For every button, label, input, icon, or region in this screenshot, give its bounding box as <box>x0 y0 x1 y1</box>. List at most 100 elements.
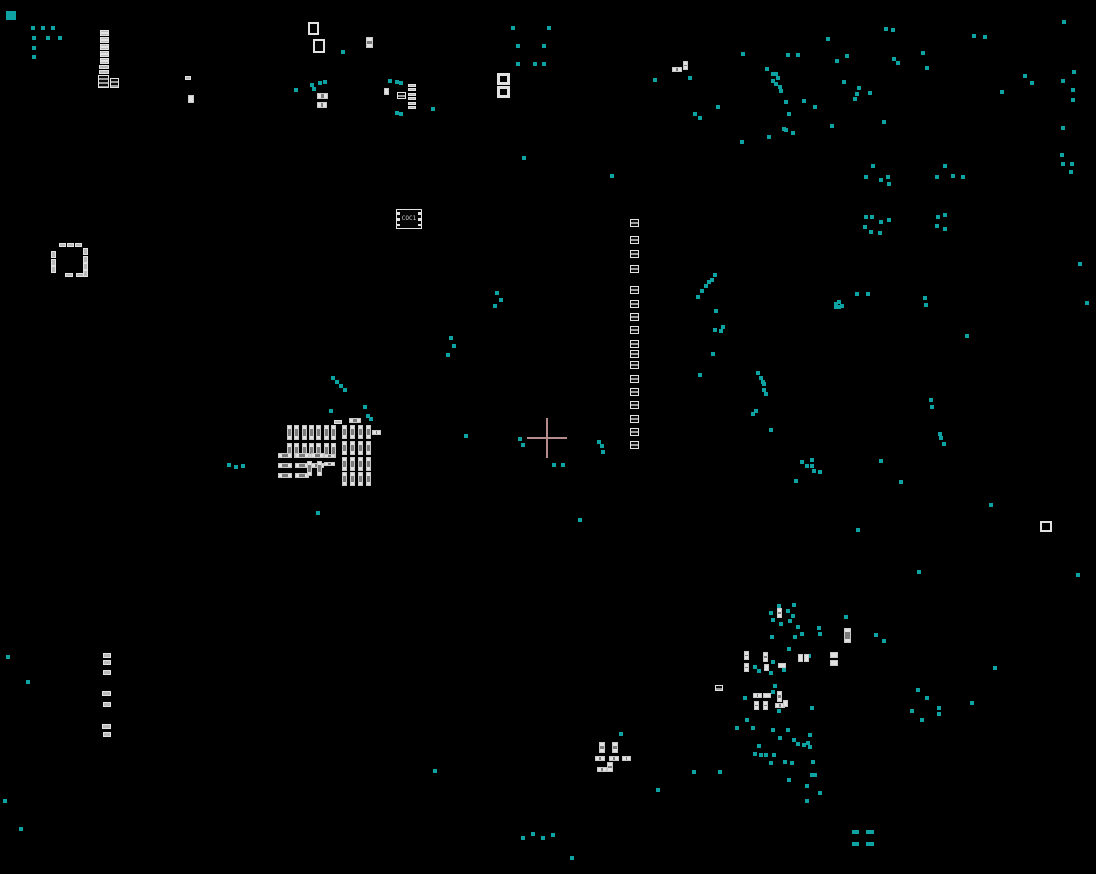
via[interactable] <box>818 791 822 795</box>
via[interactable] <box>757 744 761 748</box>
via[interactable] <box>552 463 556 467</box>
via[interactable] <box>26 680 30 684</box>
via[interactable] <box>834 302 838 306</box>
component-footprint[interactable] <box>408 106 416 109</box>
component-footprint[interactable] <box>798 654 803 662</box>
via[interactable] <box>323 80 327 84</box>
component-footprint[interactable] <box>366 37 373 48</box>
component-footprint[interactable] <box>51 251 56 258</box>
via[interactable] <box>791 131 795 135</box>
via[interactable] <box>570 856 574 860</box>
component-footprint[interactable] <box>744 651 749 660</box>
component-footprint[interactable] <box>324 462 335 466</box>
via[interactable] <box>764 753 768 757</box>
via[interactable] <box>796 625 800 629</box>
component-footprint[interactable] <box>777 608 782 618</box>
component-footprint[interactable] <box>188 95 194 103</box>
component-footprint[interactable] <box>497 86 510 98</box>
component-footprint[interactable] <box>630 265 639 273</box>
via[interactable] <box>6 655 10 659</box>
via[interactable] <box>339 384 343 388</box>
component-footprint[interactable] <box>683 61 688 70</box>
via[interactable] <box>653 78 657 82</box>
via[interactable] <box>656 788 660 792</box>
component-footprint[interactable] <box>630 441 639 449</box>
via[interactable] <box>811 760 815 764</box>
via[interactable] <box>989 503 993 507</box>
component-footprint[interactable] <box>287 425 292 440</box>
component-footprint[interactable] <box>342 441 347 455</box>
via[interactable] <box>1071 98 1075 102</box>
via[interactable] <box>688 76 692 80</box>
component-footprint[interactable] <box>65 273 73 277</box>
component-footprint[interactable] <box>744 663 749 672</box>
via[interactable] <box>818 470 822 474</box>
via[interactable] <box>924 303 928 307</box>
via[interactable] <box>935 175 939 179</box>
component-footprint[interactable] <box>100 58 109 61</box>
via[interactable] <box>399 112 403 116</box>
via[interactable] <box>887 182 891 186</box>
via[interactable] <box>3 799 7 803</box>
via[interactable] <box>951 174 955 178</box>
via[interactable] <box>541 836 545 840</box>
via[interactable] <box>1023 74 1027 78</box>
via[interactable] <box>764 392 768 396</box>
via[interactable] <box>874 633 878 637</box>
via[interactable] <box>791 614 795 618</box>
via[interactable] <box>601 450 605 454</box>
via[interactable] <box>837 300 841 304</box>
component-footprint[interactable] <box>630 250 639 258</box>
via[interactable] <box>464 434 468 438</box>
component-footprint[interactable] <box>366 457 371 471</box>
via[interactable] <box>713 328 717 332</box>
via[interactable] <box>369 417 373 421</box>
component-footprint[interactable] <box>630 313 639 321</box>
via[interactable] <box>363 405 367 409</box>
component-footprint[interactable] <box>99 65 109 69</box>
component-footprint[interactable] <box>83 263 88 270</box>
component-footprint[interactable] <box>102 691 111 696</box>
via[interactable] <box>869 230 873 234</box>
via[interactable] <box>51 26 55 30</box>
via[interactable] <box>610 174 614 178</box>
via[interactable] <box>493 304 497 308</box>
via[interactable] <box>886 175 890 179</box>
via[interactable] <box>551 833 555 837</box>
via[interactable] <box>842 80 846 84</box>
component-footprint[interactable] <box>83 256 88 263</box>
via[interactable] <box>707 280 711 284</box>
via[interactable] <box>771 618 775 622</box>
via[interactable] <box>868 91 872 95</box>
via[interactable] <box>777 709 781 713</box>
via[interactable] <box>853 97 857 101</box>
component-footprint[interactable] <box>100 30 109 33</box>
via[interactable] <box>776 76 780 80</box>
via[interactable] <box>870 830 874 834</box>
via[interactable] <box>698 116 702 120</box>
via[interactable] <box>943 213 947 217</box>
via[interactable] <box>753 752 757 756</box>
component-footprint[interactable] <box>830 660 838 666</box>
component-footprint[interactable] <box>754 701 759 710</box>
component-footprint[interactable] <box>408 84 416 87</box>
via[interactable] <box>852 842 856 846</box>
via[interactable] <box>756 371 760 375</box>
via[interactable] <box>600 444 604 448</box>
via[interactable] <box>855 292 859 296</box>
component-footprint[interactable] <box>103 702 111 707</box>
via[interactable] <box>923 296 927 300</box>
via[interactable] <box>335 380 339 384</box>
via[interactable] <box>882 639 886 643</box>
via[interactable] <box>884 27 888 31</box>
via[interactable] <box>805 464 809 468</box>
component-footprint[interactable] <box>331 425 336 440</box>
component-footprint[interactable] <box>630 428 639 436</box>
via[interactable] <box>32 46 36 50</box>
via[interactable] <box>925 696 929 700</box>
via[interactable] <box>700 289 704 293</box>
component-footprint[interactable] <box>350 425 355 439</box>
component-footprint[interactable] <box>783 700 788 707</box>
via[interactable] <box>316 511 320 515</box>
component-footprint[interactable] <box>844 628 851 643</box>
